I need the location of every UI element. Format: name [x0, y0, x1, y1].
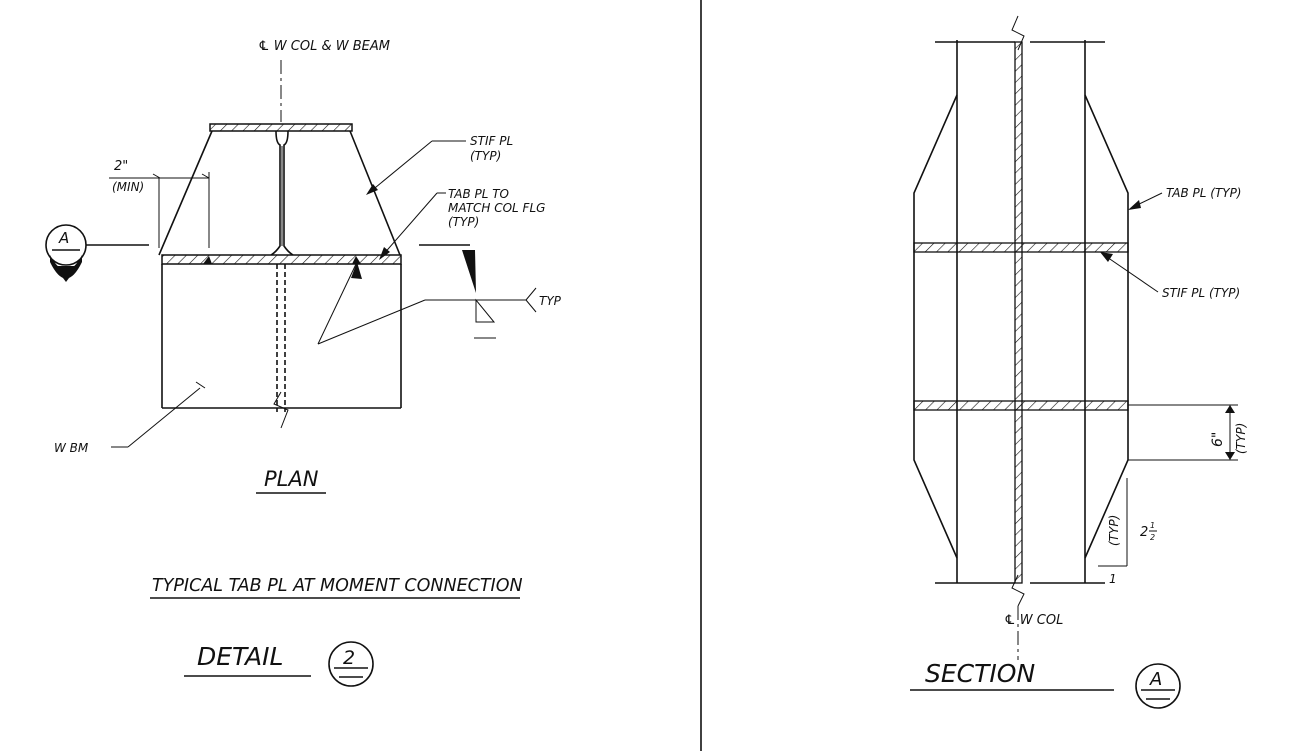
- w-bm-label: W BM: [54, 441, 89, 455]
- dim-6in-arrow-bottom: [1225, 452, 1235, 460]
- dim-6in-arrow-top: [1225, 405, 1235, 413]
- dim-2in-arrow-l: [152, 173, 161, 179]
- tab-pl-line2: MATCH COL FLG: [448, 201, 545, 215]
- dim-6in-text: 6": [1210, 432, 1226, 447]
- stif-plate-lower: [913, 400, 1129, 411]
- dim-min-text: (MIN): [112, 180, 144, 194]
- plan-view-title: PLAN: [264, 467, 319, 491]
- detail-label: DETAIL: [197, 642, 283, 671]
- section-cut-bubble: [45, 224, 87, 266]
- stif-pl-label: STIF PL: [470, 134, 513, 148]
- detail-number: 2: [343, 647, 355, 669]
- tab-plate-weld-right: [352, 256, 361, 264]
- column-break-top: [1011, 15, 1025, 51]
- weld-typ: TYP: [539, 294, 562, 308]
- column-web: [270, 130, 294, 256]
- dim-2in-arrow-r: [201, 173, 210, 179]
- weld-leader-left: [317, 261, 358, 345]
- stif-plate-left-edge: [158, 130, 213, 256]
- stif-pl-typ: (TYP): [470, 149, 501, 163]
- section-title: SECTION: [925, 659, 1035, 688]
- stif-plate-right-edge: [349, 130, 401, 256]
- column-top-flange: [209, 123, 353, 132]
- column-break-bottom: [1011, 574, 1025, 607]
- stif-plate-upper: [913, 242, 1129, 253]
- slope-typ: (TYP): [1107, 515, 1121, 546]
- sec-stif-pl-arrow: [1100, 252, 1113, 262]
- tab-plate: [161, 254, 402, 265]
- tab-pl-line1: TAB PL TO: [448, 187, 509, 201]
- section-view: TAB PL (TYP) STIF PL (TYP) 6" (TYP) (TYP…: [910, 15, 1248, 709]
- detail-title: TYPICAL TAB PL AT MOMENT CONNECTION: [152, 576, 523, 596]
- sec-stif-pl-leader: [1103, 254, 1159, 293]
- sec-centerline-label: ℄ W COL: [1004, 613, 1063, 628]
- slope-rise: 2: [1140, 525, 1148, 540]
- tab-plate-left: [913, 94, 958, 559]
- section-cut-bubble-pointer: [50, 255, 82, 279]
- tab-pl-leader-arrow: [379, 247, 390, 260]
- sec-stif-pl-label: STIF PL (TYP): [1162, 286, 1240, 300]
- section-cut-arrow-right: [462, 250, 476, 293]
- dim-2in-text: 2": [114, 159, 128, 174]
- detail-title-block: TYPICAL TAB PL AT MOMENT CONNECTION DETA…: [150, 576, 523, 687]
- w-bm-leader-tick: [195, 381, 206, 389]
- slope-run: 1: [1109, 572, 1117, 586]
- weld-leader-right: [317, 299, 426, 345]
- tab-plate-right: [1084, 94, 1129, 559]
- sec-tab-pl-label: TAB PL (TYP): [1166, 186, 1241, 200]
- detail-number-bubble: [328, 641, 374, 687]
- section-cut-bubble-tip: [54, 266, 78, 282]
- tab-plate-weld-left: [203, 256, 212, 264]
- column-web-section: [1014, 41, 1023, 584]
- slope-rise-frac-den: 2: [1150, 533, 1155, 542]
- tab-pl-line3: (TYP): [448, 215, 479, 229]
- tab-pl-leader-line: [381, 192, 438, 257]
- w-bm-leader-line: [127, 387, 201, 448]
- section-letter-bubble: [1135, 663, 1181, 709]
- plan-view: ℄ W COL & W BEAM 2" (MIN): [45, 39, 562, 494]
- stif-pl-leader-arrow: [366, 184, 378, 195]
- slope-rise-frac-num: 1: [1150, 521, 1155, 530]
- stif-pl-leader-line: [369, 140, 433, 193]
- section-letter: A: [1149, 669, 1162, 690]
- beam-break-line: [273, 391, 289, 429]
- weld-fillet-symbol: [475, 298, 496, 323]
- section-cut-letter: A: [58, 229, 69, 247]
- dim-6in-typ: (TYP): [1234, 423, 1248, 454]
- sec-tab-pl-arrow: [1128, 200, 1141, 210]
- weld-tail: [525, 287, 537, 313]
- weld-leader-arrow: [351, 262, 362, 279]
- plan-centerline-label: ℄ W COL & W BEAM: [258, 39, 390, 54]
